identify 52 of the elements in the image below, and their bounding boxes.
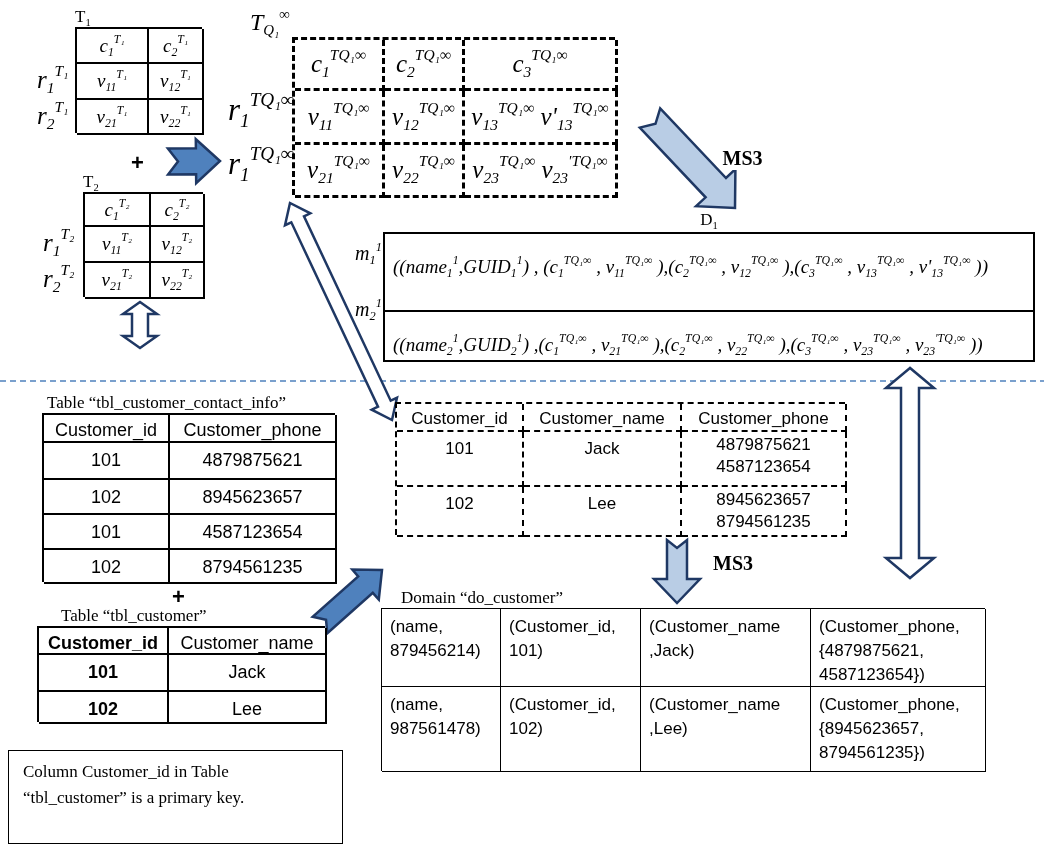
table-cell: 102: [397, 487, 524, 537]
block-arrow: [651, 537, 703, 605]
table-cell: 102: [39, 692, 169, 724]
table-cell: 8794561235: [170, 550, 337, 584]
table-cell: Jack: [169, 655, 327, 692]
double-arrow: [119, 300, 161, 350]
table-cell: Customer_id: [44, 415, 170, 443]
plus-sign: +: [172, 584, 185, 609]
table-title: Domain “do_customer”: [401, 588, 563, 608]
table-cell: Lee: [169, 692, 327, 724]
table-cell: (Customer_name ,Lee): [641, 687, 811, 772]
table-title: T$_{1}$: [75, 7, 91, 27]
table-cell: 101: [39, 655, 169, 692]
table-cell: 4879875621 4587123654: [682, 432, 847, 487]
table-cell: Customer_id: [39, 628, 169, 655]
table-cell: 8945623657: [170, 480, 337, 515]
table-cell: 102: [44, 480, 170, 515]
record-row-text: ((name$_{2}$$^{1}$,GUID$_{2}$$^{1}$) ,(c$_{1}$$^{TQ₁∞}$ , v$_{21}$$^{TQ₁∞}$ ),(c$_{2}$$^{TQ₁∞}$ , v$_{22}$$^{TQ₁∞}$ ),(c$_{3}$$^{TQ₁∞}$ , v$_{23}$$^{TQ₁∞}$ , v$_{23}$$^{'TQ₁∞}$ )): [392, 331, 984, 360]
note-box: [8, 750, 343, 844]
block-arrow: [637, 105, 737, 210]
table-cell: (name, 987561478): [382, 687, 501, 772]
table-cell: (Customer_id, 101): [501, 609, 641, 687]
record-row: ((name$_{1}$$^{1}$,GUID$_{1}$$^{1}$) , (c$_{1}$$^{TQ₁∞}$ , v$_{11}$$^{TQ₁∞}$ ),(c$_{2}$$^{TQ₁∞}$ , v$_{12}$$^{TQ₁∞}$ ),(c$_{3}$$^{TQ₁∞}$ , v$_{13}$$^{TQ₁∞}$ , v'$_{13}$$^{TQ₁∞}$ )): [385, 234, 1033, 312]
table-title: T$_{2}$: [83, 172, 99, 192]
table-cell: (Customer_id, 102): [501, 687, 641, 772]
double-arrow: [882, 366, 938, 580]
table-cell: Lee: [524, 487, 682, 537]
double-arrow: [283, 201, 399, 422]
table-cell: Customer_name: [169, 628, 327, 655]
block-arrow: [310, 568, 384, 636]
block-arrow: [165, 136, 222, 187]
table-cell: 102: [44, 550, 170, 584]
table-cell: (Customer_phone, {8945623657, 8794561235}): [811, 687, 986, 772]
table-title: Table “tbl_customer”: [61, 606, 207, 626]
table-title: Table “tbl_customer_contact_info”: [47, 393, 287, 413]
table-cell: (name, 879456214): [382, 609, 501, 687]
table-cell: Jack: [524, 432, 682, 487]
table-cell: (Customer_name ,Jack): [641, 609, 811, 687]
table-cell: 8945623657 8794561235: [682, 487, 847, 537]
table-cell: 101: [397, 432, 524, 487]
table-cell: Customer_phone: [170, 415, 337, 443]
table-cell: Customer_phone: [682, 404, 847, 432]
table-cell: Customer_name: [524, 404, 682, 432]
table-cell: Customer_id: [397, 404, 524, 432]
table-cell: 101: [44, 515, 170, 550]
record-title: D$_{1}$: [699, 210, 719, 232]
table-cell: 4587123654: [170, 515, 337, 550]
plus-sign: +: [131, 150, 144, 176]
table-cell: (Customer_phone, {4879875621, 4587123654}): [811, 609, 986, 687]
table-cell: 4879875621: [170, 443, 337, 480]
note-text: Column Customer_id in Table “tbl_customer” is a primary key.: [23, 761, 246, 809]
table-cell: 101: [44, 443, 170, 480]
